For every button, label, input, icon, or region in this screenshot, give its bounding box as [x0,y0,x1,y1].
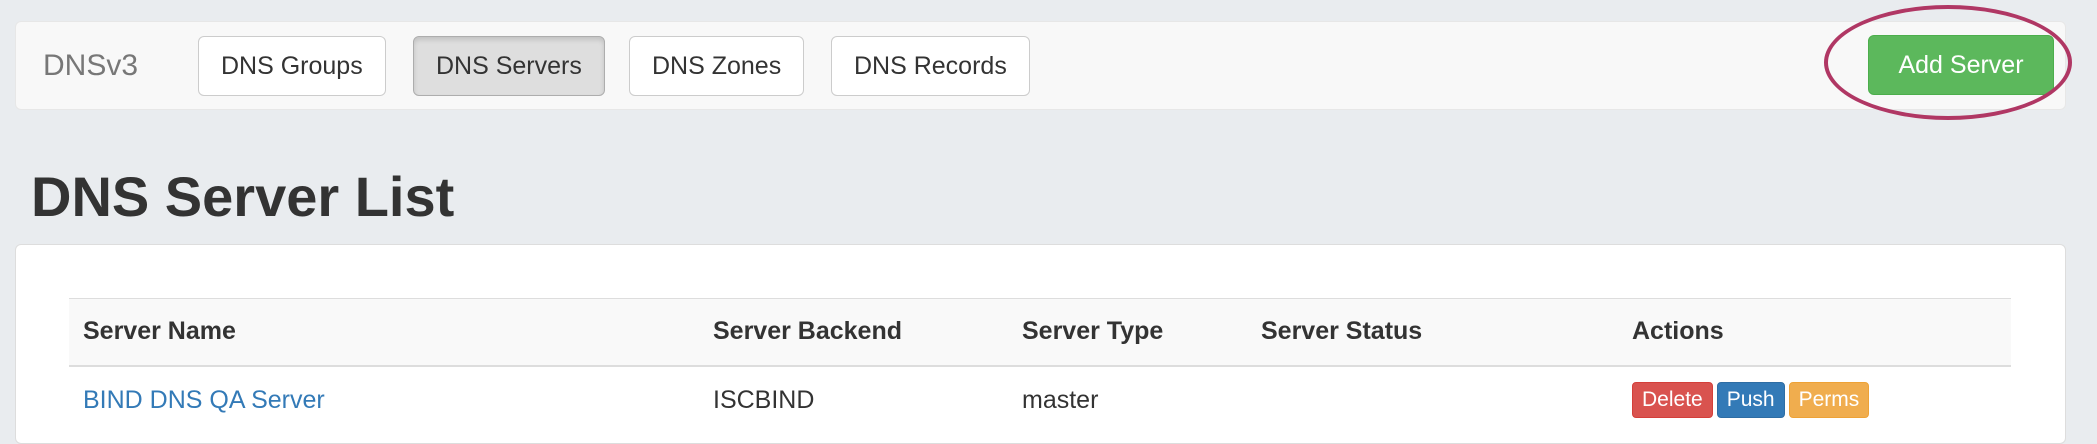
table-header-row: Server Name Server Backend Server Type S… [69,298,2011,367]
server-list-panel: Server Name Server Backend Server Type S… [15,244,2066,444]
col-server-backend[interactable]: Server Backend [699,298,1008,367]
add-server-button[interactable]: Add Server [1868,35,2054,95]
delete-button[interactable]: Delete [1632,382,1713,418]
page-title: DNS Server List [31,165,455,228]
table-row: BIND DNS QA Server ISCBIND master Delete… [69,366,2011,434]
col-actions: Actions [1618,298,2011,367]
push-button[interactable]: Push [1716,382,1785,418]
nav-dns-servers[interactable]: DNS Servers [413,36,605,96]
col-server-type[interactable]: Server Type [1008,298,1247,367]
col-server-name[interactable]: Server Name [69,298,699,367]
server-backend: ISCBIND [713,385,815,414]
nav-dns-zones[interactable]: DNS Zones [629,36,805,96]
nav-dns-groups[interactable]: DNS Groups [198,36,386,96]
brand-logo[interactable]: DNSv3 [43,49,139,82]
top-navbar: DNSv3 DNS Groups DNS Servers DNS Zones D… [15,21,2066,110]
server-name-link[interactable]: BIND DNS QA Server [83,385,325,414]
nav-dns-records[interactable]: DNS Records [831,36,1030,96]
server-table: Server Name Server Backend Server Type S… [69,298,2011,434]
server-type: master [1022,385,1099,414]
perms-button[interactable]: Perms [1788,382,1870,418]
server-status [1247,366,1618,434]
col-server-status[interactable]: Server Status [1247,298,1618,367]
